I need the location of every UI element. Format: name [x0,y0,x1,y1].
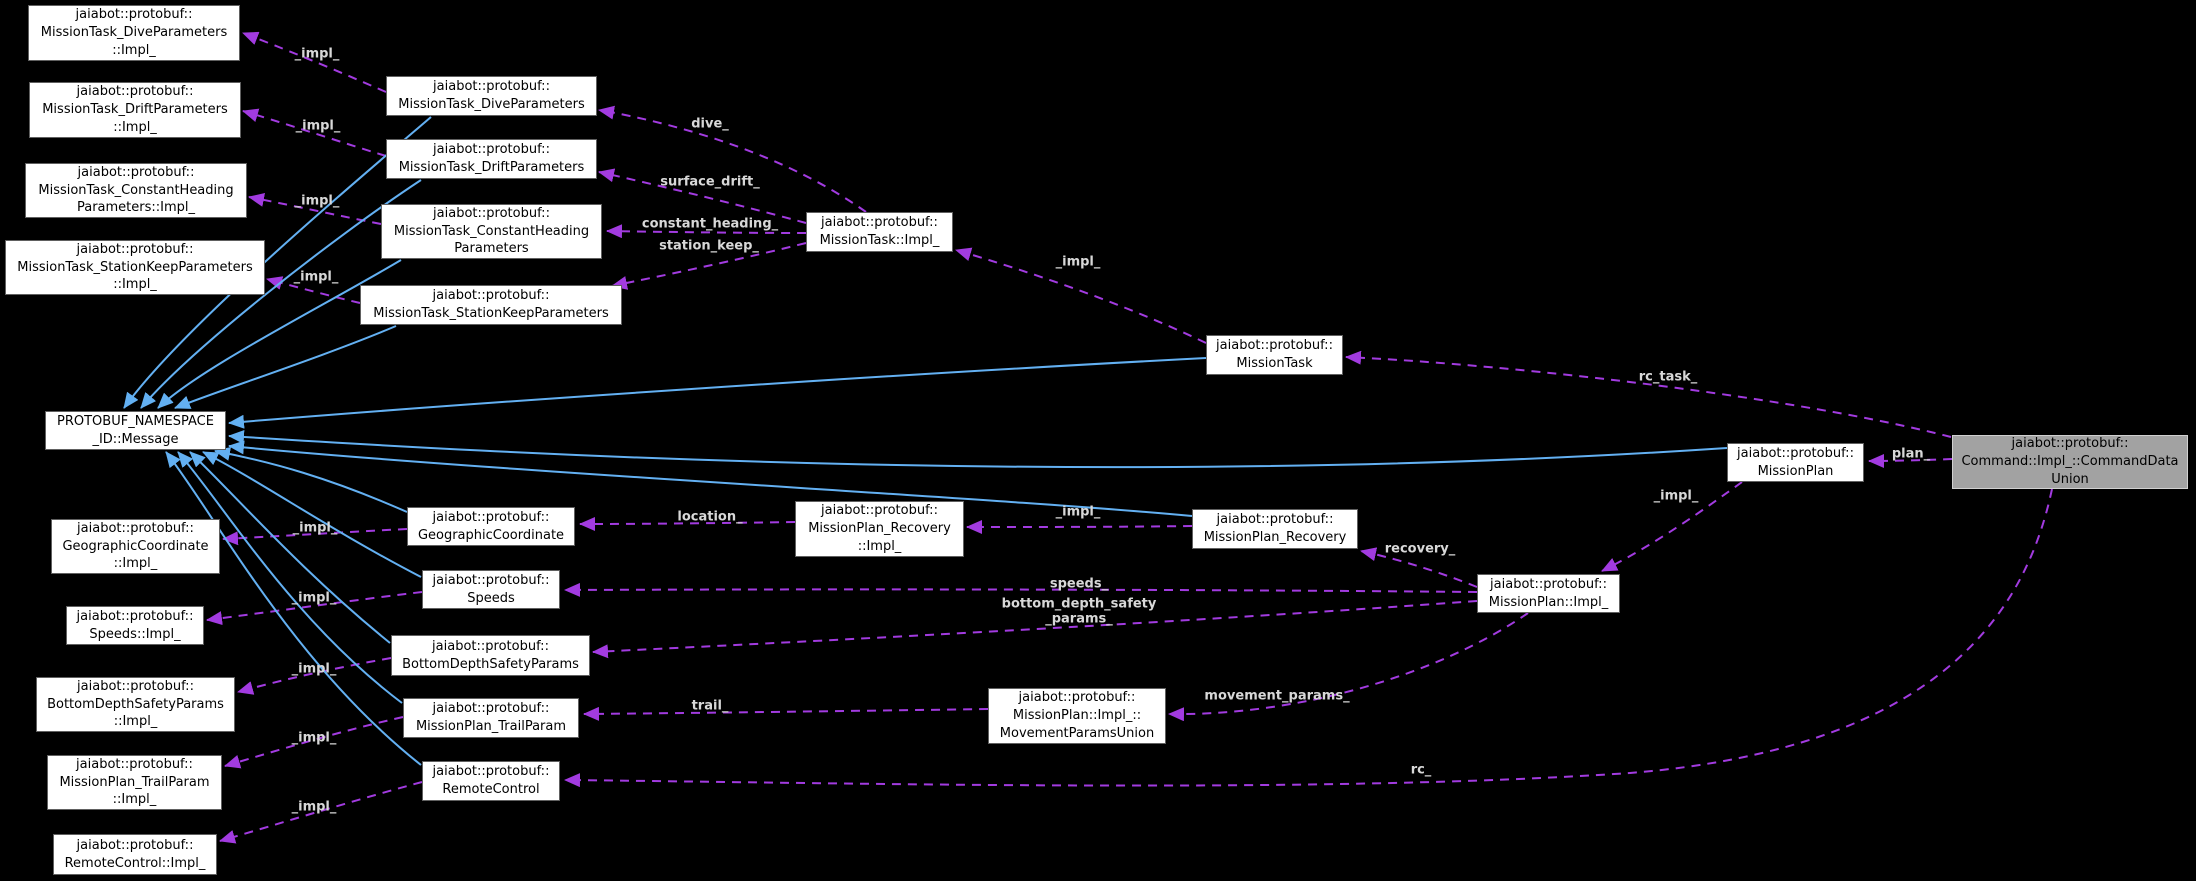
edge-mpi-bottom-depth [592,600,1478,659]
edge-label-mp-to-mpi: _impl_ [1653,488,1699,504]
edge-inh-trail [177,451,403,704]
edge-bds-to-bds-impl [237,657,392,695]
edge-mpu-trail [583,706,989,721]
edge-label-mti-station-keep: station_keep_ [659,238,759,254]
edge-mti-surface-drift [598,168,807,224]
edge-cmd-rc [564,488,2053,788]
edge-label-rc-to-rc-impl: _impl_ [291,799,337,815]
edge-label-speeds-to-speeds-impl: _impl_ [291,590,337,606]
edge-inh-ch [157,259,402,409]
node-missiontask-diveparameters-impl[interactable]: jaiabot::protobuf:: MissionTask_DivePara… [28,5,240,61]
node-geographiccoordinate[interactable]: jaiabot::protobuf:: GeographicCoordinate [407,507,575,546]
node-missiontask-stationkeepparameters-impl[interactable]: jaiabot::protobuf:: MissionTask_StationK… [5,240,265,295]
edge-inh-bds [189,451,391,644]
edge-label-mti-dive: dive_ [691,116,729,132]
node-missionplan-trailparam-impl[interactable]: jaiabot::protobuf:: MissionPlan_TrailPar… [47,755,222,810]
edge-label-dive-to-dive-impl: _impl_ [294,46,340,62]
edge-inh-missionplan [228,429,1728,469]
node-missiontask[interactable]: jaiabot::protobuf:: MissionTask [1206,335,1343,375]
edge-inh-sk [174,325,397,409]
edge-dive-to-dive-impl [242,31,387,93]
edge-mti-dive [598,105,867,213]
edge-label-cmd-plan: plan_ [1891,446,1931,462]
node-protobuf-message[interactable]: PROTOBUF_NAMESPACE _ID::Message [45,411,226,450]
edge-mpr-to-mpr-impl [966,519,1193,534]
edge-label-mti-constant-heading: constant_heading_ [641,216,779,232]
edge-drift-to-drift-impl [242,108,387,157]
edge-label-trail-to-trail-impl: _impl_ [291,730,337,746]
edge-label-mpu-trail: trail_ [691,698,729,714]
node-missionplan-impl[interactable]: jaiabot::protobuf:: MissionPlan::Impl_ [1477,574,1620,613]
node-speeds[interactable]: jaiabot::protobuf:: Speeds [422,570,560,609]
edge-label-bds-to-bds-impl: _impl_ [291,661,337,677]
edge-label-mpi-movement-params: movement_params_ [1204,688,1350,704]
node-bottomdepthsafetyparams-impl[interactable]: jaiabot::protobuf:: BottomDepthSafetyPar… [36,677,235,732]
node-missiontask-constantheadingparameters[interactable]: jaiabot::protobuf:: MissionTask_Constant… [381,204,602,259]
edge-trail-to-trail-impl [224,716,404,769]
edge-sk-to-sk-impl [266,276,361,304]
edge-inh-recovery [228,440,1193,517]
node-missiontask-driftparameters[interactable]: jaiabot::protobuf:: MissionTask_DriftPar… [386,139,597,179]
node-bottomdepthsafetyparams[interactable]: jaiabot::protobuf:: BottomDepthSafetyPar… [391,635,590,676]
edge-inh-missiontask [228,357,1207,429]
edge-label-ch-to-ch-impl: _impl_ [294,193,340,209]
edge-label-geo-to-geo-impl: _impl_ [292,520,338,536]
node-missionplan[interactable]: jaiabot::protobuf:: MissionPlan [1727,443,1864,482]
edge-label-mpi-speeds: speeds_ [1049,576,1109,592]
edge-inh-geo [214,446,408,513]
node-missionplan-trailparam[interactable]: jaiabot::protobuf:: MissionPlan_TrailPar… [403,698,579,738]
edge-mt-to-mti [955,247,1207,344]
node-missiontask-diveparameters[interactable]: jaiabot::protobuf:: MissionTask_DivePara… [386,76,597,116]
edge-mpi-movement-params [1168,612,1529,722]
edge-label-cmd-rc-task: rc_task_ [1638,369,1698,385]
edge-label-mt-to-mti: _impl_ [1055,254,1101,270]
edge-mti-constant-heading [606,224,807,239]
node-remotecontrol[interactable]: jaiabot::protobuf:: RemoteControl [422,761,560,801]
edge-cmd-rc-task [1345,350,1952,438]
edge-cmd-plan [1868,453,1953,468]
node-missionplan-recovery-impl[interactable]: jaiabot::protobuf:: MissionPlan_Recovery… [795,501,964,557]
edge-label-mpi-bottom-depth: bottom_depth_safety _params_ [1001,596,1157,627]
node-missionplan-recovery[interactable]: jaiabot::protobuf:: MissionPlan_Recovery [1192,509,1358,549]
edge-mpi-speeds [564,582,1478,597]
edge-inh-rc [165,451,422,766]
node-command-commanddataunion[interactable]: jaiabot::protobuf:: Command::Impl_::Comm… [1952,435,2188,489]
edge-label-mpr-to-mpr-impl: _impl_ [1055,504,1101,520]
node-speeds-impl[interactable]: jaiabot::protobuf:: Speeds::Impl_ [66,606,204,645]
node-remotecontrol-impl[interactable]: jaiabot::protobuf:: RemoteControl::Impl_ [53,834,217,875]
node-missiontask-constantheadingparameters-impl[interactable]: jaiabot::protobuf:: MissionTask_Constant… [25,163,247,218]
edge-speeds-to-speeds-impl [206,591,423,626]
node-missiontask-stationkeepparameters[interactable]: jaiabot::protobuf:: MissionTask_StationK… [360,285,622,325]
node-geographiccoordinate-impl[interactable]: jaiabot::protobuf:: GeographicCoordinate… [51,519,220,574]
edge-mp-to-mpi [1601,481,1743,572]
edge-label-cmd-rc: rc_ [1410,762,1432,778]
node-missiontask-driftparameters-impl[interactable]: jaiabot::protobuf:: MissionTask_DriftPar… [29,82,241,138]
edge-label-mpr-impl-location: location_ [677,509,743,525]
edge-label-drift-to-drift-impl: _impl_ [295,118,341,134]
edge-label-mti-surface-drift: surface_drift_ [660,174,760,190]
edge-label-sk-to-sk-impl: _impl_ [293,269,339,285]
edge-ch-to-ch-impl [248,193,382,225]
node-missiontask-impl[interactable]: jaiabot::protobuf:: MissionTask::Impl_ [806,212,953,252]
node-movementparamsunion[interactable]: jaiabot::protobuf:: MissionPlan::Impl_::… [988,688,1166,744]
edge-inh-speeds [202,451,422,578]
edge-label-mpi-recovery: recovery_ [1384,541,1456,557]
edge-mti-station-keep [611,242,807,290]
